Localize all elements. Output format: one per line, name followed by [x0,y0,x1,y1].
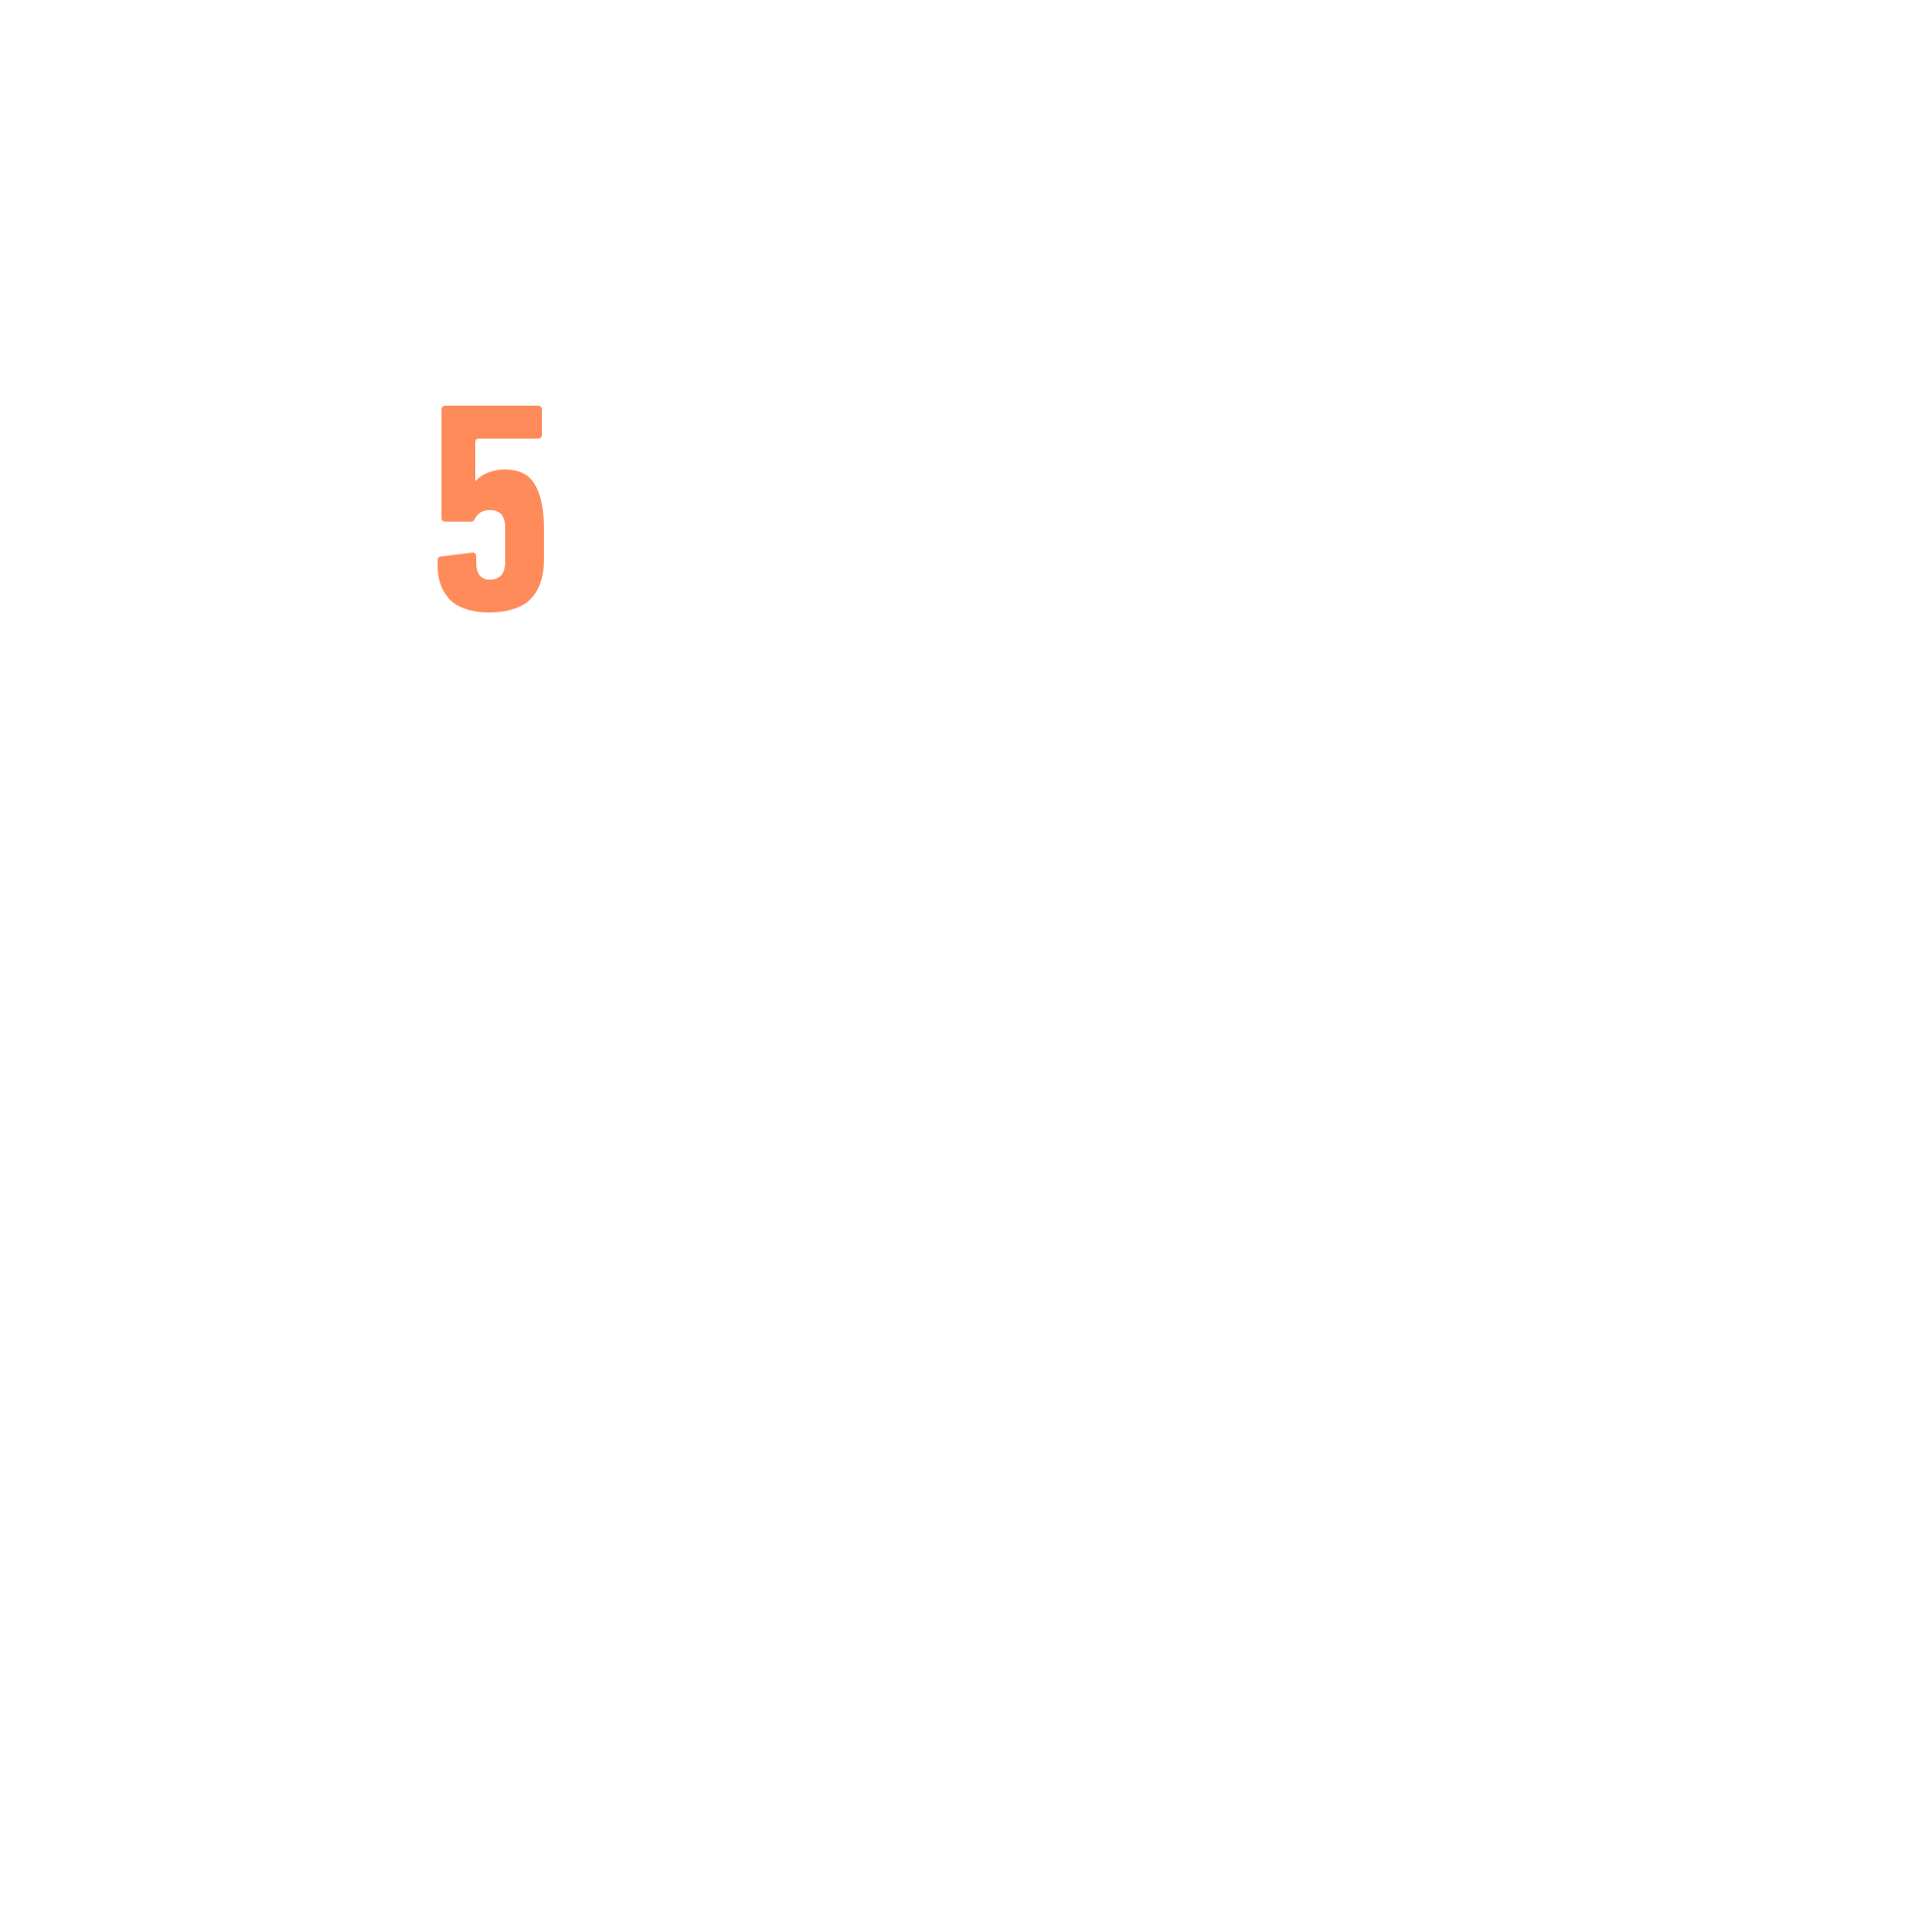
number-five-glyph: 5 [438,400,544,612]
five-shape [438,406,544,612]
five-outline [438,406,544,612]
